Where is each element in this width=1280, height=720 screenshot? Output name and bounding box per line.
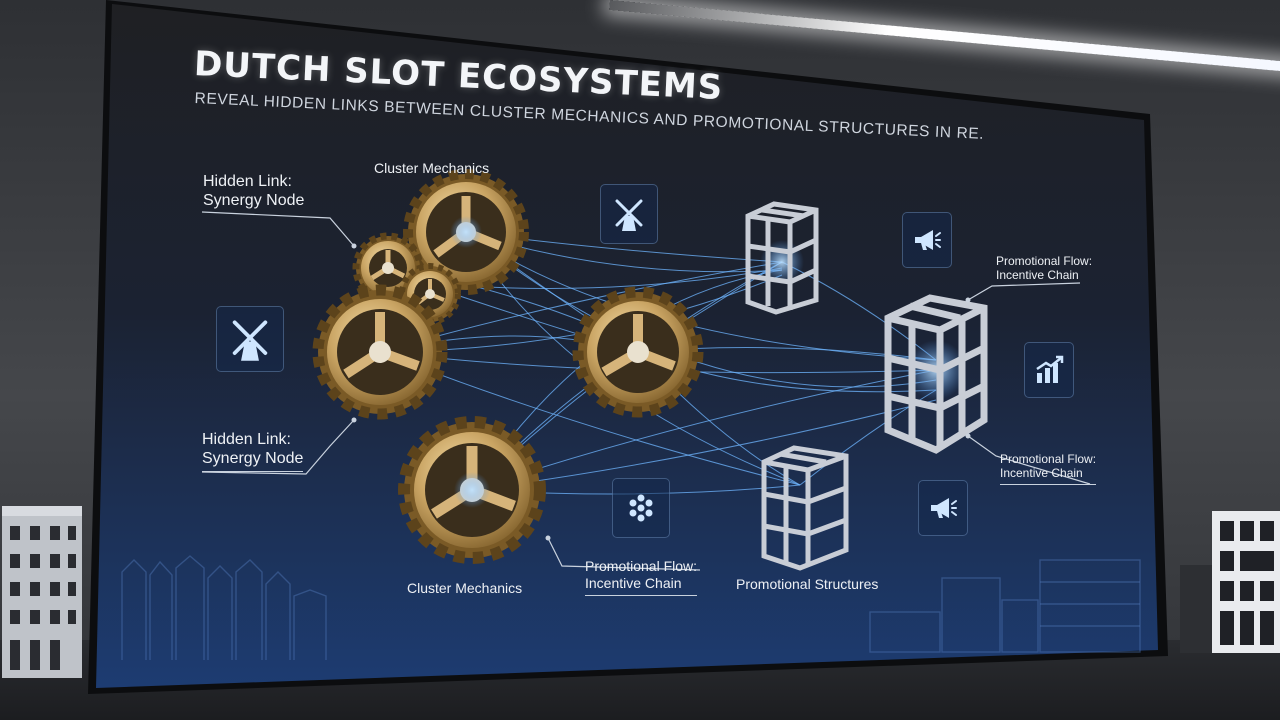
cage-structure-large-icon bbox=[884, 294, 988, 454]
bar-chart-icon bbox=[1036, 355, 1064, 383]
windmill-icon-tile-top bbox=[600, 184, 658, 244]
left-building-model bbox=[2, 506, 82, 678]
skyline-right bbox=[869, 559, 1141, 653]
promotional-flow-label-right-top: Promotional Flow: Incentive Chain bbox=[996, 254, 1093, 283]
megaphone-icon bbox=[915, 230, 941, 250]
windmill-icon-tile-left bbox=[216, 306, 284, 372]
cluster-dots-icon-tile bbox=[612, 478, 670, 538]
hidden-link-label-top: Hidden Link: Synergy Node bbox=[203, 173, 305, 210]
glow-node bbox=[454, 472, 490, 508]
megaphone-icon bbox=[931, 498, 957, 518]
cage-structure-top-icon bbox=[745, 201, 819, 315]
bar-chart-icon-tile bbox=[1024, 342, 1074, 398]
cage-structure-bottom-icon bbox=[761, 445, 849, 571]
hidden-link-label-mid: Hidden Link: Synergy Node bbox=[202, 430, 304, 473]
promotional-flow-label-right-mid: Promotional Flow: Incentive Chain bbox=[1000, 452, 1097, 485]
cluster-mechanics-label-bottom: Cluster Mechanics bbox=[407, 580, 523, 596]
leader-dots bbox=[351, 243, 971, 541]
gear-center-icon bbox=[572, 286, 704, 418]
cluster-mechanics-label-top: Cluster Mechanics bbox=[374, 160, 490, 176]
windmill-icon bbox=[615, 199, 643, 231]
leader-lines bbox=[201, 211, 1091, 571]
promotional-flow-label-bottom: Promotional Flow: Incentive Chain bbox=[585, 558, 698, 596]
windmill-icon bbox=[232, 320, 268, 361]
promotional-structures-label: Promotional Structures bbox=[736, 576, 879, 592]
cluster-dots-icon bbox=[629, 494, 653, 522]
skyline-left bbox=[121, 555, 327, 660]
megaphone-icon-tile-bottom bbox=[918, 480, 968, 536]
megaphone-icon-tile-top bbox=[902, 212, 952, 268]
gear-mid-left-icon bbox=[312, 284, 448, 420]
glow-node bbox=[450, 216, 482, 248]
right-building-model bbox=[1180, 511, 1280, 653]
